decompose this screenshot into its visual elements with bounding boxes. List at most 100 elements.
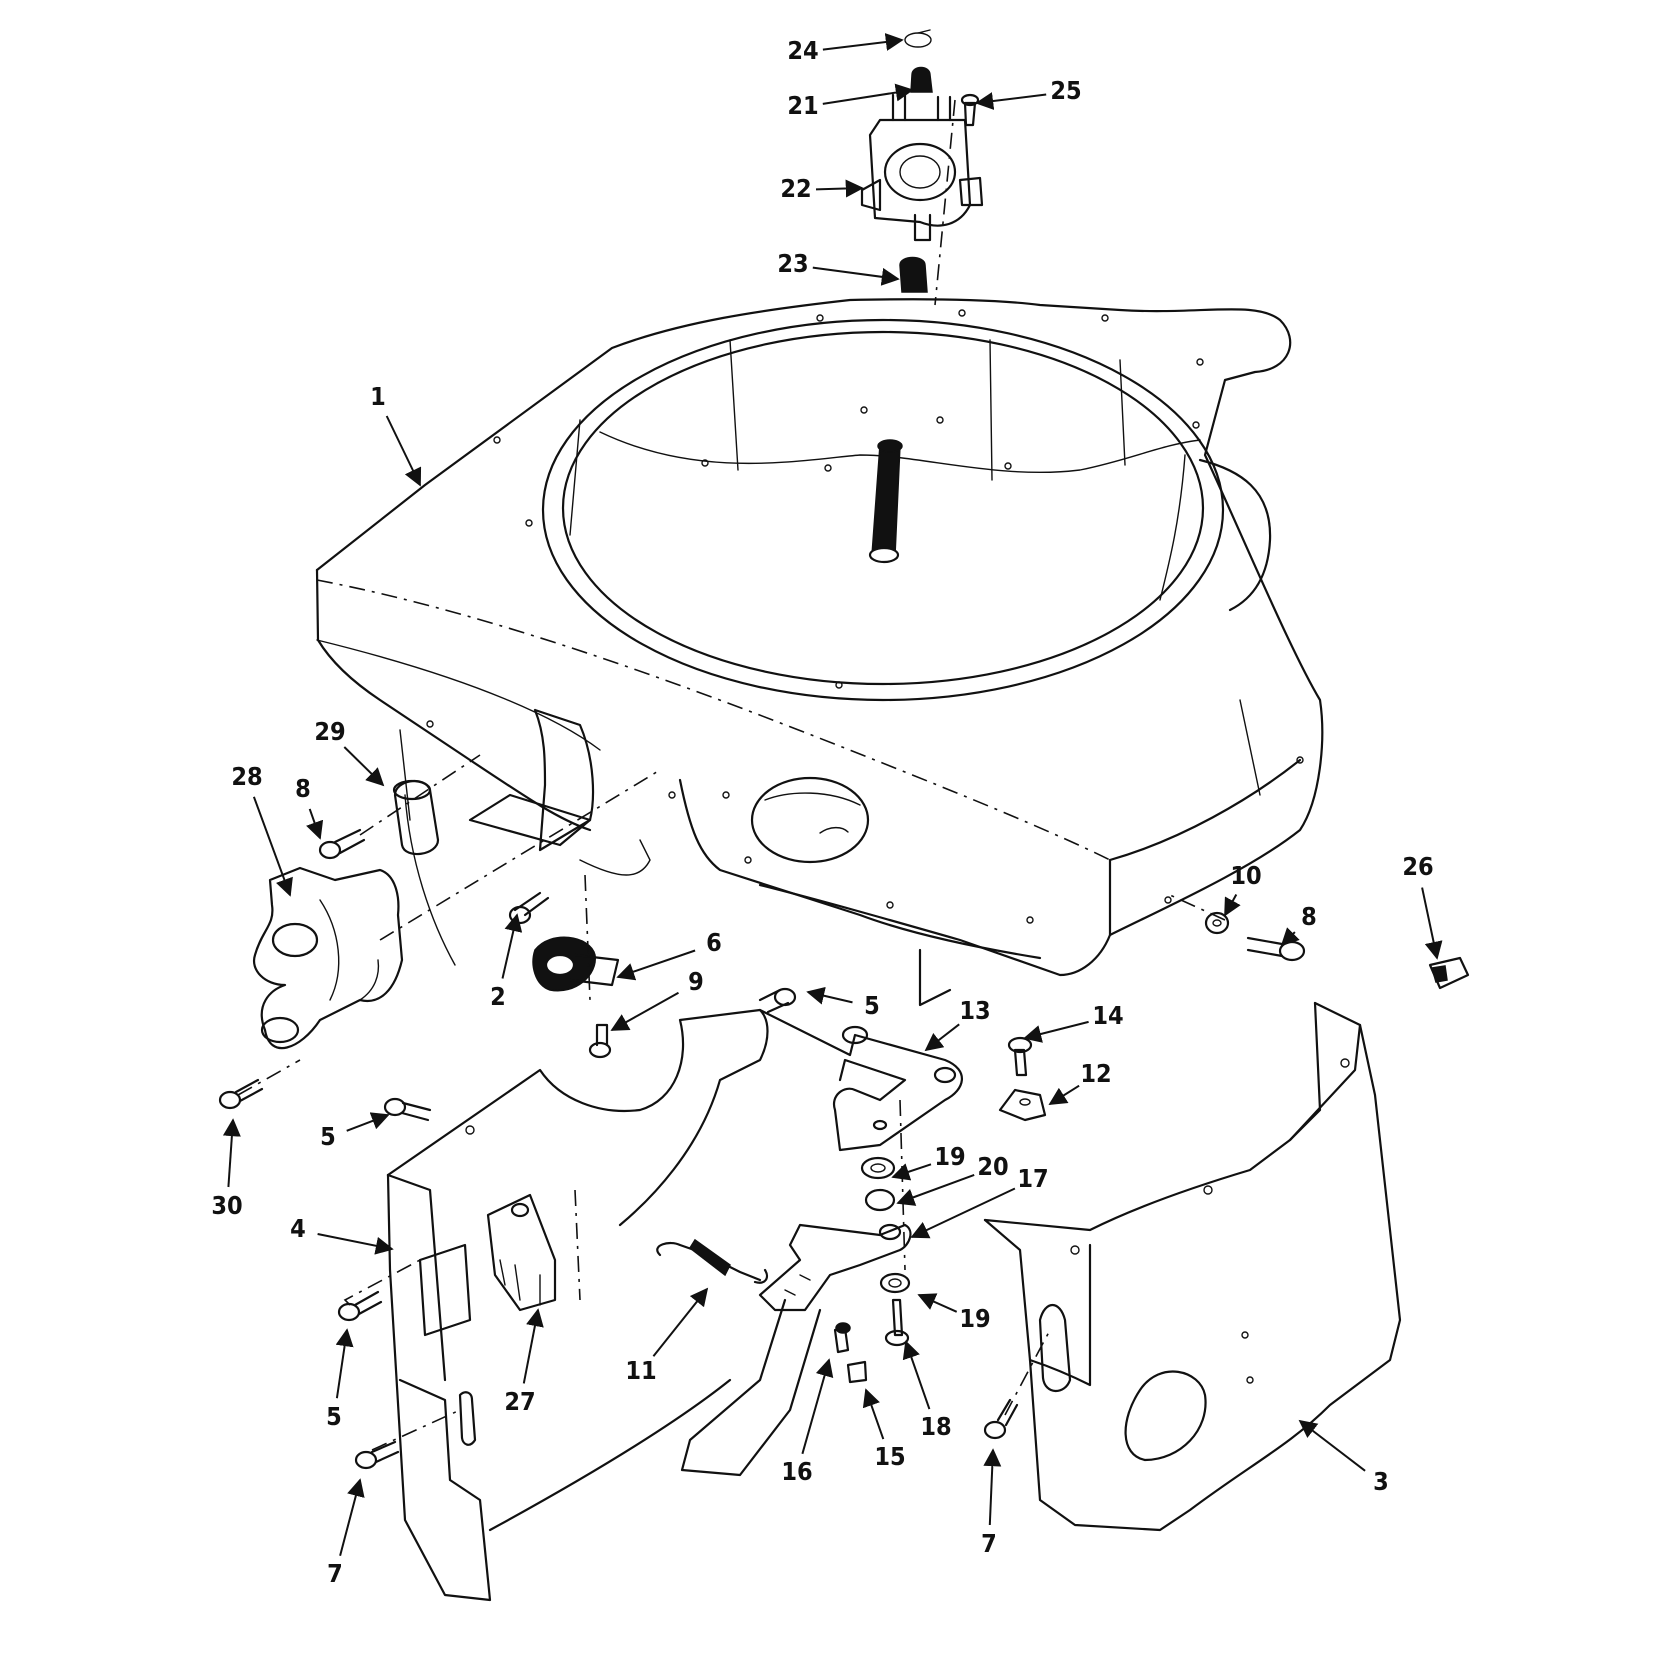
callout-leader (896, 1173, 975, 1206)
callout-label: 6 (706, 928, 722, 957)
callout-label: 19 (959, 1304, 990, 1333)
callout-c24: 24 (787, 33, 904, 65)
callout-label: 10 (1230, 861, 1261, 890)
callout-label: 7 (981, 1529, 997, 1558)
callout-leader (822, 33, 904, 51)
callout-label: 30 (211, 1191, 242, 1220)
callout-leader (346, 1112, 390, 1132)
center-hardware (508, 874, 620, 1059)
callout-label: 14 (1092, 1001, 1123, 1030)
callout-label: 27 (504, 1387, 535, 1416)
callout-c30: 30 (211, 1118, 243, 1220)
callout-c5b: 5 (320, 1112, 390, 1151)
callout-leader (924, 1023, 960, 1052)
callout-leader (501, 913, 523, 979)
callout-c27: 27 (504, 1308, 544, 1416)
callout-label: 8 (295, 774, 311, 803)
callout-leader (335, 1328, 354, 1399)
callout-leader (339, 1478, 365, 1556)
callout-c12: 12 (1048, 1059, 1112, 1105)
callout-label: 5 (326, 1402, 342, 1431)
callout-leader (902, 1340, 931, 1410)
callout-c1: 1 (370, 382, 422, 487)
bolt-7-right (983, 1398, 1019, 1440)
callout-label: 24 (787, 36, 818, 65)
callout-c22: 22 (780, 174, 864, 203)
callout-c7a: 7 (327, 1478, 365, 1588)
fuel-pump-group (860, 29, 984, 306)
callout-label: 4 (290, 1214, 306, 1243)
callout-leader (822, 83, 914, 105)
washer-10 (1204, 911, 1230, 935)
module-27 (486, 1193, 557, 1312)
bolt-8-left (318, 828, 366, 860)
callout-leader (1421, 887, 1443, 960)
callout-c18: 18 (902, 1340, 952, 1441)
callout-label: 22 (780, 174, 811, 203)
callout-label: 20 (977, 1152, 1008, 1181)
callout-leader (522, 1308, 544, 1384)
ignition-coil (252, 794, 456, 1050)
callout-leader (222, 1118, 241, 1188)
callout-label: 23 (777, 249, 808, 278)
callout-leader (610, 991, 679, 1031)
condenser (392, 779, 440, 856)
callout-c25: 25 (975, 76, 1082, 110)
bolt-5-upper (758, 987, 797, 1014)
callout-label: 17 (1017, 1164, 1048, 1193)
callout-leader (252, 796, 293, 897)
bolt-8-right (1246, 936, 1306, 962)
callout-label: 28 (231, 762, 262, 791)
callout-label: 16 (781, 1457, 812, 1486)
callout-c6: 6 (616, 928, 722, 981)
callout-c23: 23 (777, 249, 900, 286)
clip-12 (998, 1088, 1047, 1122)
callout-label: 12 (1080, 1059, 1111, 1088)
callout-leader (983, 1448, 1002, 1526)
callout-label: 8 (1301, 902, 1317, 931)
callout-label: 7 (327, 1559, 343, 1588)
callout-label: 13 (959, 996, 990, 1025)
right-baffle (983, 1001, 1402, 1532)
callout-leader (910, 1187, 1016, 1239)
callout-leader (1224, 894, 1241, 917)
callout-label: 18 (920, 1412, 951, 1441)
callout-c17: 17 (910, 1164, 1049, 1239)
callout-leader (306, 808, 324, 840)
callout-label: 15 (874, 1442, 905, 1471)
callout-c8a: 8 (295, 774, 324, 840)
bolt-5-lower (337, 1290, 383, 1322)
bolt-5-left (383, 1097, 432, 1122)
callout-label: 11 (625, 1356, 656, 1385)
callout-label: 21 (787, 91, 818, 120)
callout-c28: 28 (231, 762, 293, 897)
callout-c15: 15 (862, 1388, 906, 1471)
callout-c29: 29 (314, 717, 385, 787)
callout-c16: 16 (781, 1358, 834, 1486)
callout-c5a: 5 (806, 986, 880, 1020)
callout-label: 5 (320, 1122, 336, 1151)
callout-label: 1 (370, 382, 386, 411)
callout-c19a: 19 (891, 1142, 966, 1181)
callout-c11: 11 (625, 1287, 709, 1385)
callout-label: 9 (688, 967, 704, 996)
callout-c4: 4 (290, 1214, 394, 1255)
callout-leader (812, 266, 900, 286)
callout-c2: 2 (490, 913, 523, 1011)
callout-c5c: 5 (326, 1328, 354, 1431)
callout-leader (917, 1293, 958, 1313)
callout-c10: 10 (1224, 861, 1262, 917)
callout-leader (616, 949, 696, 981)
left-baffle (386, 1008, 769, 1602)
callout-leader (975, 92, 1047, 110)
bracket-13 (758, 1008, 963, 1152)
callout-label: 29 (314, 717, 345, 746)
callout-c9: 9 (610, 967, 704, 1031)
callout-leader (385, 415, 422, 487)
callout-c19b: 19 (917, 1293, 991, 1333)
blower-housing (315, 298, 1324, 1007)
callout-leader (1048, 1084, 1080, 1105)
callout-leader (862, 1388, 885, 1440)
